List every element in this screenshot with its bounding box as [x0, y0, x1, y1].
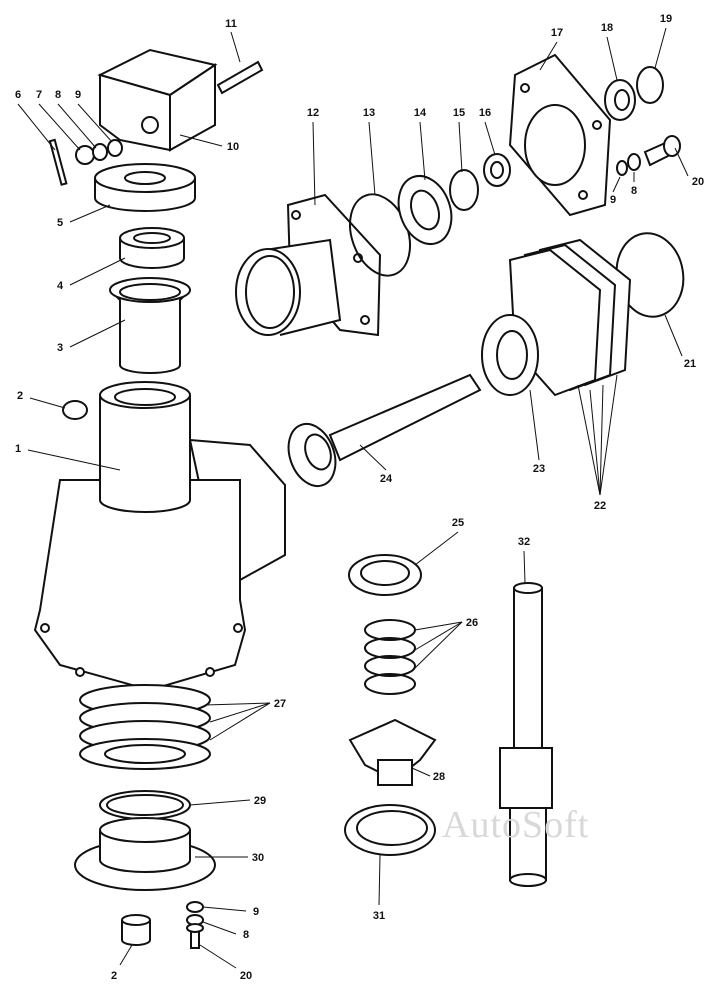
callout-9: 9: [252, 906, 260, 918]
callout-16: 16: [478, 107, 492, 119]
callout-29: 29: [253, 795, 267, 807]
part-seal-4: [119, 227, 185, 269]
callout-15: 15: [452, 107, 466, 119]
callout-21: 21: [683, 358, 697, 370]
part-sleeve-3: [109, 277, 191, 374]
part-bearing-31: [344, 804, 436, 856]
part-shims-26: [364, 619, 416, 695]
callout-10: 10: [226, 141, 240, 153]
part-ring-29: [99, 790, 191, 820]
callout-1: 1: [14, 443, 22, 455]
callout-5: 5: [56, 217, 64, 229]
callout-7: 7: [35, 89, 43, 101]
callout-28: 28: [432, 771, 446, 783]
part-ring-5: [94, 163, 196, 212]
leader-lines: [17, 27, 689, 969]
callout-4: 4: [56, 280, 64, 292]
watermark: AutoSoft: [442, 804, 590, 846]
callout-19: 19: [659, 13, 673, 25]
part-housing-12: [235, 193, 382, 337]
part-circlip-15: [449, 169, 479, 211]
callout-8: 8: [242, 929, 250, 941]
callout-17: 17: [550, 27, 564, 39]
part-pinion-shaft-24: [287, 373, 482, 487]
callout-25: 25: [451, 517, 465, 529]
callout-31: 31: [372, 910, 386, 922]
part-flange-30: [74, 817, 216, 891]
part-circlip-19: [636, 66, 664, 104]
part-shims-22: [508, 238, 632, 397]
callout-23: 23: [532, 463, 546, 475]
part-bearing-cage-23: [481, 314, 539, 396]
part-gear-28: [348, 718, 437, 786]
callout-2: 2: [16, 390, 24, 402]
callout-12: 12: [306, 107, 320, 119]
callout-14: 14: [413, 107, 427, 119]
callout-20: 20: [691, 176, 705, 188]
callout-9: 9: [74, 89, 82, 101]
callout-13: 13: [362, 107, 376, 119]
callout-32: 32: [517, 536, 531, 548]
callout-30: 30: [251, 852, 265, 864]
part-seal-18: [604, 79, 636, 121]
callout-24: 24: [379, 473, 393, 485]
callout-9: 9: [609, 194, 617, 206]
part-pin-11: [216, 60, 264, 95]
part-shaft-32: [499, 582, 553, 887]
part-bearing-25: [348, 554, 422, 596]
callout-20: 20: [239, 970, 253, 982]
part-flange-17: [508, 53, 612, 217]
callout-11: 11: [225, 18, 237, 30]
part-right-hardware: [616, 135, 681, 176]
part-nut-16: [483, 153, 511, 187]
callout-6: 6: [14, 89, 22, 101]
callout-2: 2: [110, 970, 118, 982]
part-bearing-14: [397, 175, 453, 245]
callout-27: 27: [273, 698, 287, 710]
callout-18: 18: [600, 22, 614, 34]
callout-8: 8: [630, 185, 638, 197]
part-cover-10: [97, 48, 218, 152]
part-housing-1: [33, 381, 286, 692]
callout-22: 22: [593, 500, 607, 512]
part-small-6-9: [48, 138, 123, 186]
part-plug-2: [62, 400, 88, 420]
callout-3: 3: [56, 342, 64, 354]
part-shims-27: [79, 684, 211, 770]
part-bottom-hardware: [121, 901, 204, 949]
callout-8: 8: [54, 89, 62, 101]
callout-26: 26: [465, 617, 479, 629]
